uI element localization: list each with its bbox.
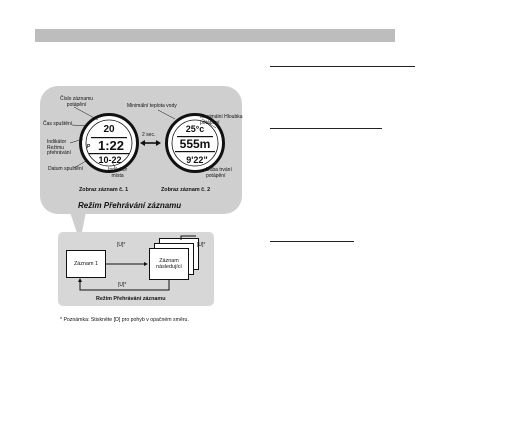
rule-line-1	[270, 66, 415, 67]
arrow-interval-label: 2 sec.	[142, 132, 156, 138]
label-mode-indicator: Indikátor Režimu přehrávání	[47, 139, 71, 157]
watch-1-mode-letter: P	[87, 144, 91, 150]
watch-2-top-digits: 25°c	[186, 124, 205, 134]
next-record-label: Záznam následující	[156, 258, 182, 270]
arrow-right-icon	[144, 262, 148, 266]
watch-2-main-digits: 555m	[180, 137, 211, 151]
key-label-top: [U]*	[117, 242, 126, 248]
watch-1-main-digits: 1:22	[98, 138, 124, 153]
stack-card-next: Záznam následující	[149, 248, 189, 280]
flow-arrows	[78, 235, 196, 291]
watch-1-illustration: 20 P 1:22 10-22	[79, 113, 139, 173]
watch-2-illustration: 25°c 555m 9'22"	[165, 113, 225, 173]
caption-record-1: Zobraz záznam č. 1	[79, 187, 129, 193]
header-bar	[35, 29, 395, 42]
label-min-water-temp: Minimální teplota vody	[127, 103, 177, 109]
rule-line-2	[270, 128, 382, 129]
label-record-number: Číslo záznamu potápění	[60, 96, 94, 108]
playback-mode-title: Režim Přehrávání záznamu	[78, 201, 182, 210]
label-start-date: Datum spuštění	[48, 166, 84, 172]
label-place-indicator: Indikátor místa	[108, 167, 128, 179]
key-label-right: [U]*	[197, 242, 206, 248]
rule-line-3	[270, 241, 354, 242]
label-dive-duration: Doba trvání potápění	[206, 167, 232, 179]
caption-record-2: Zobraz záznam č. 2	[161, 187, 211, 193]
watch-1-top-digits: 20	[103, 124, 115, 135]
label-start-time: Čas spuštění	[43, 121, 73, 127]
flow-caption: Režim Přehrávání záznamu	[96, 296, 166, 302]
watch-leader-lines	[69, 106, 217, 173]
label-max-depth: Maximální Hloubka potápění	[200, 114, 243, 126]
record-1-label: Záznam 1	[74, 261, 98, 267]
double-arrow-icon	[140, 140, 161, 146]
key-label-bottom: [U]*	[118, 282, 127, 288]
record-1-box: Záznam 1	[66, 250, 106, 278]
arrow-up-icon	[78, 278, 82, 282]
watch-1-bottom-digits: 10-22	[98, 155, 121, 165]
footnote: * Poznámka: Stiskněte [D] pro pohyb v op…	[60, 317, 189, 323]
watch-2-bottom-digits: 9'22"	[186, 155, 207, 165]
